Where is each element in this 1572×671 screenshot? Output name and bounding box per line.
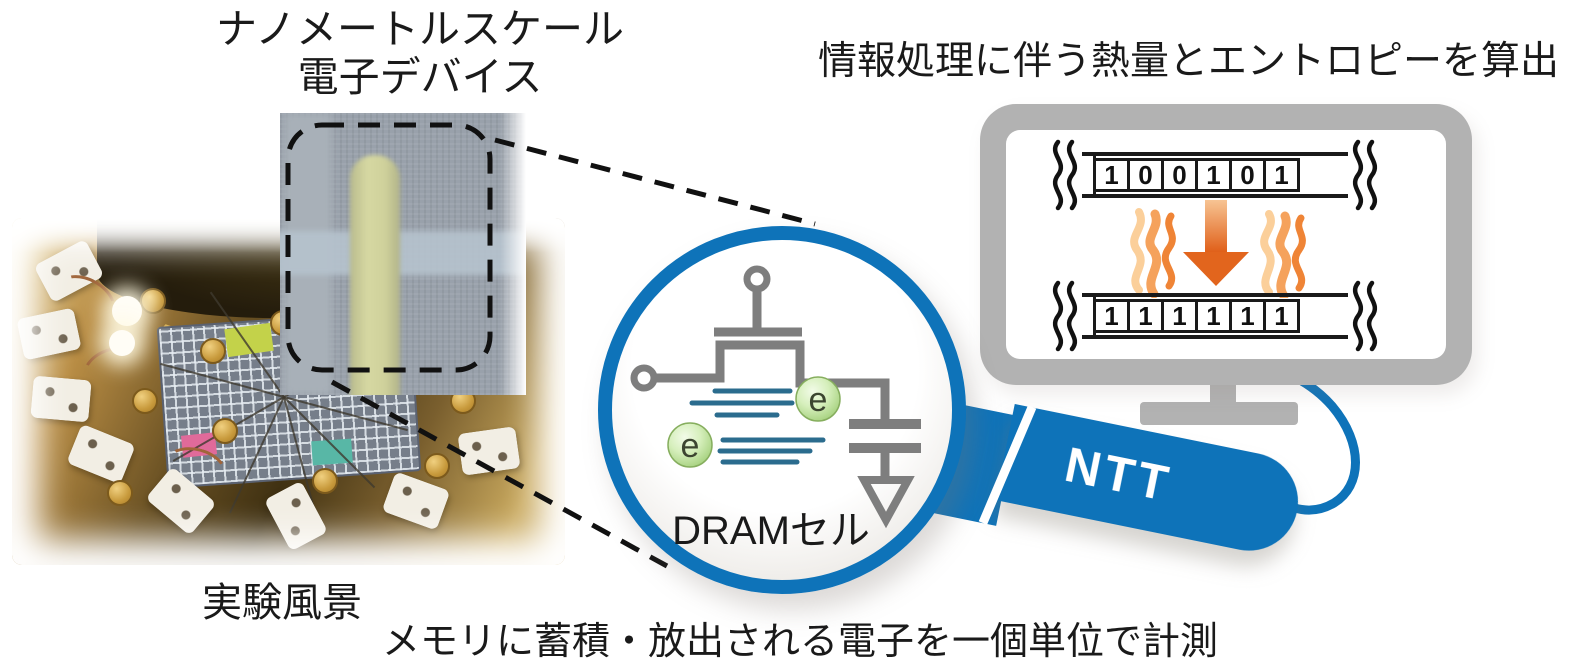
- gold-connector: [312, 468, 338, 494]
- ceramic-connector-block: [381, 471, 451, 531]
- gold-connector: [107, 480, 133, 506]
- heat-flames-right: [1260, 210, 1306, 298]
- source-terminal: [630, 364, 658, 392]
- gold-connector: [132, 388, 158, 414]
- heat-and-arrow-graphic: [1130, 200, 1306, 298]
- ceramic-connector-block: [457, 426, 521, 476]
- sem-horizontal-electrode: [280, 231, 526, 275]
- dashed-connector-line-top: [494, 137, 816, 227]
- ceramic-connector-block: [66, 423, 136, 485]
- dram-cell-label: DRAMセル: [672, 509, 870, 553]
- gate-terminal: [743, 265, 771, 293]
- bottom-caption: メモリに蓄積・放出される電子を一個単位で計測: [381, 621, 1218, 663]
- ground-symbol: [857, 476, 915, 529]
- sem-nanowire-pillar: [350, 155, 400, 395]
- gold-connector: [140, 288, 166, 314]
- monitor-caption: 情報処理に伴う熱量とエントロピーを算出: [818, 40, 1560, 83]
- electron-icon: e: [667, 422, 713, 468]
- tape-bit-cell: 0: [1161, 158, 1198, 192]
- tape-bit-cell: 0: [1229, 158, 1266, 192]
- nanodevice-sem-photo: [280, 113, 526, 395]
- transistor-channel-wire: [655, 340, 890, 420]
- heat-flames-left: [1130, 208, 1176, 298]
- experiment-label: 実験風景: [202, 581, 362, 625]
- gold-connector: [200, 338, 226, 364]
- ntt-logo: NTT: [1060, 437, 1177, 513]
- tape-bit-cell: 1: [1093, 158, 1130, 192]
- monitor-stand-base: [1140, 402, 1298, 425]
- device-caption-line2: 電子デバイス: [297, 53, 543, 100]
- sem-edge-fade: [500, 113, 526, 395]
- tape-break-squiggle: [1352, 280, 1378, 352]
- electron-icon: e: [795, 376, 841, 422]
- tape-bit-cell: 1: [1263, 158, 1300, 192]
- reflection-light: [112, 296, 142, 326]
- reflection-light: [109, 330, 135, 356]
- charge-flow-lines: [689, 388, 826, 465]
- dram-cell-circuit: e e: [630, 265, 921, 529]
- tape-break-squiggle: [1052, 139, 1078, 211]
- tape-blank-cell: [1300, 156, 1348, 194]
- tape-bit-cell: 1: [1263, 299, 1300, 333]
- tape-bit-cell: 1: [1161, 299, 1198, 333]
- tape-bit-cell: 1: [1195, 299, 1232, 333]
- tape-bit-cell: 1: [1127, 299, 1164, 333]
- tape-bit-cell: 1: [1229, 299, 1266, 333]
- device-caption: ナノメートルスケール 電子デバイス: [170, 6, 670, 101]
- ceramic-connector-block: [30, 375, 92, 423]
- magnifier-handle: NTT: [995, 403, 1307, 560]
- device-caption-line1: ナノメートルスケール: [216, 6, 624, 52]
- tape-break-squiggle: [1352, 139, 1378, 211]
- gold-connector: [212, 418, 238, 444]
- tape-bit-cell: 0: [1127, 158, 1164, 192]
- down-arrow: [1183, 200, 1249, 286]
- tape-blank-cell: [1300, 297, 1348, 335]
- electron-label: e: [809, 381, 828, 419]
- tape-break-squiggle: [1052, 280, 1078, 352]
- tape-bit-cell: 1: [1093, 299, 1130, 333]
- gold-connector: [424, 453, 450, 479]
- tape-bit-cell: 1: [1195, 158, 1232, 192]
- electron-label: e: [681, 427, 700, 465]
